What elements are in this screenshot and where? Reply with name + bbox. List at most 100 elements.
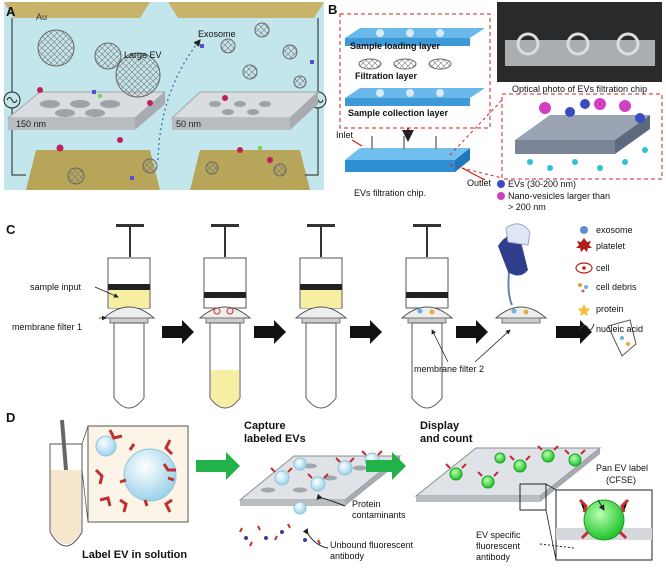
filter-disc (393, 58, 417, 70)
ev-specific-label-1: EV specific (476, 530, 521, 540)
platelet-icon (576, 238, 592, 252)
panel-letter-b: B (328, 2, 338, 17)
cell-debris-icon (578, 283, 582, 287)
ev-vesicle (293, 501, 307, 515)
panel-a (3, 2, 327, 190)
legend-nano-label-1: Nano-vesicles larger than (508, 191, 611, 201)
display-title-2: and count (420, 433, 473, 445)
exosome-sphere (282, 44, 298, 60)
collection-tube-1 (113, 322, 145, 409)
unbound-antibody (239, 523, 321, 547)
ev-vesicle (293, 457, 307, 471)
panel-letter-c: C (6, 222, 16, 237)
protein-icon (578, 304, 590, 316)
exosome-sphere (67, 167, 85, 185)
layers-dashed-box (339, 13, 491, 129)
membrane-filter-2-label: membrane filter 2 (414, 364, 485, 374)
gold-electrode-top-right (168, 2, 324, 18)
pan-ev-label-1: Pan EV label (596, 463, 649, 473)
circuit-wire-right (305, 18, 319, 176)
legend-evs-label: EVs (30-200 nm) (508, 179, 577, 189)
au-label: Au (36, 12, 48, 22)
legend-platelet-label: platelet (596, 241, 626, 251)
protein-contaminants-label-1: Protein (352, 499, 381, 509)
legend-evs-dot (497, 180, 505, 188)
large-ev-sphere (115, 52, 161, 98)
process-arrow (350, 320, 382, 344)
ev-vesicle (310, 476, 326, 492)
antibody-cluster (94, 429, 176, 513)
membrane-filter-1 (102, 306, 156, 319)
capture-title-2: labeled EVs (244, 433, 306, 445)
panel-b (339, 2, 663, 200)
gold-electrode-bottom-left (26, 150, 160, 190)
pore-size-150nm: 150 nm (16, 119, 47, 129)
exosome-sphere (273, 163, 287, 177)
legend-nano-label-2: > 200 nm (508, 202, 546, 212)
green-labeled-ev (449, 467, 463, 481)
sample-input-label: sample input (30, 282, 82, 292)
unbound-antibody-label-2: antibody (330, 551, 365, 561)
panel-letter-d: D (6, 410, 16, 425)
green-labeled-ev-zoom (583, 499, 625, 541)
circuit-wire-left (11, 18, 26, 176)
large-ev-label: Large EV (124, 50, 162, 60)
green-labeled-ev (494, 452, 506, 464)
sample-input-liquid (109, 290, 149, 308)
ev-specific-label-2: fluorescent (476, 541, 521, 551)
chip-caption: EVs filtration chip. (354, 188, 427, 198)
exosome-sphere (220, 38, 236, 54)
green-process-arrow (196, 452, 240, 480)
process-arrow (162, 320, 194, 344)
pan-ev-label-2: (CFSE) (606, 475, 636, 485)
membrane-filter-2 (400, 306, 454, 319)
legend-cell-label: cell (596, 263, 610, 273)
collection-tube-4 (411, 322, 443, 409)
pore-size-50nm: 50 nm (176, 119, 202, 129)
collection-tube-3 (305, 322, 337, 409)
exosome-sphere (242, 64, 258, 80)
gold-electrode-top-left (4, 2, 150, 18)
green-labeled-ev (568, 453, 582, 467)
exosome-sphere (254, 22, 270, 38)
photo-caption: Optical photo of EVs filtration chip (512, 84, 648, 94)
exosome-sphere (142, 158, 158, 174)
sample-collection-layer (345, 98, 470, 106)
legend-protein-label: protein (596, 304, 624, 314)
filter-disc (358, 58, 382, 70)
green-labeled-ev (541, 449, 555, 463)
filtration-layer-label: Filtration layer (355, 71, 418, 81)
gold-electrode-bottom-right (190, 150, 310, 190)
panel-letter-a: A (6, 4, 16, 19)
panel-d (49, 419, 653, 561)
cell-icon (575, 262, 593, 274)
legend-cell-debris-label: cell debris (596, 282, 637, 292)
nucleic-acid-icon (579, 323, 595, 331)
inlet-label: Inlet (336, 130, 354, 140)
large-ev-sphere (94, 42, 122, 70)
membrane-filter-1-label: membrane filter 1 (12, 322, 83, 332)
legend-exosome-label: exosome (596, 225, 633, 235)
green-process-arrow (366, 452, 406, 480)
ev-vesicle (95, 435, 117, 457)
hand-pipette-icon (498, 235, 528, 276)
sample-loading-layer (345, 38, 470, 46)
ev-vesicle (123, 448, 177, 502)
ev-vesicle (337, 460, 353, 476)
outlet-label: Outlet (467, 178, 492, 188)
legend-nucleic-acid-label: nucleic acid (596, 324, 644, 334)
filter-disc (428, 58, 452, 70)
exosome-label: Exosome (198, 29, 236, 39)
exosome-trajectory-arrow (157, 39, 201, 161)
process-arrow (456, 320, 488, 344)
green-labeled-ev (513, 459, 527, 473)
label-ev-caption: Label EV in solution (82, 549, 188, 561)
ev-filtration-chip (345, 160, 455, 172)
filter-membrane-zoom (515, 115, 650, 140)
large-ev-sphere (37, 29, 75, 67)
process-arrow (556, 320, 592, 344)
process-arrow (254, 320, 286, 344)
green-labeled-ev (481, 475, 495, 489)
legend-nano-dot (497, 192, 505, 200)
